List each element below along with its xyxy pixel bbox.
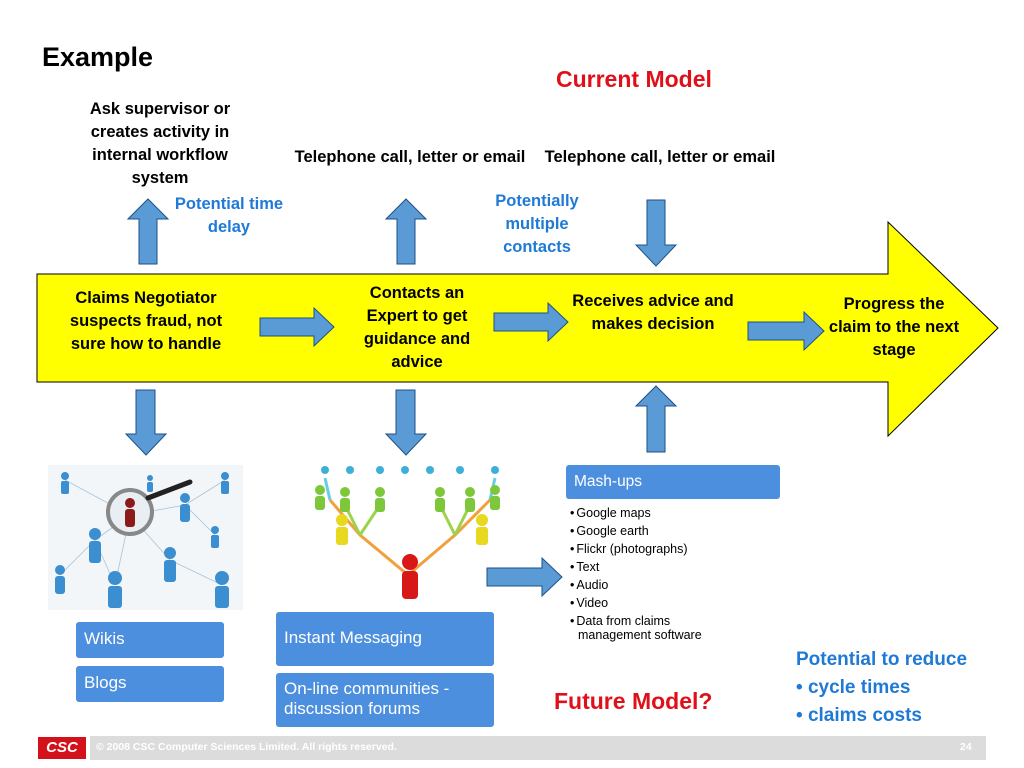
step-receives-advice: Receives advice and makes decision [572,292,734,333]
wikis-box: Wikis [76,622,224,658]
multiple-contacts-note: Potentially multiple contacts [495,192,579,256]
copyright-text: © 2008 CSC Computer Sciences Limited. Al… [96,741,397,753]
up-arrow-telephone [384,198,428,265]
up-arrow-mashups [634,385,678,453]
blogs-box: Blogs [76,666,224,702]
potential-heading: Potential to reduce [796,649,968,670]
flow-arrow-2 [493,301,569,343]
people-hierarchy-illustration [315,466,500,599]
slide-title: Example [42,42,154,72]
down-arrow-wikis [124,389,168,456]
mashup-item: Google earth [566,522,786,540]
potential-reduce: Potential to reduce • cycle times • clai… [796,646,1016,730]
potential-item-costs: • claims costs [796,705,923,726]
online-communities-box: On-line communities - discussion forums [276,673,494,727]
mashup-item: Audio [566,576,786,594]
step-claims-negotiator: Claims Negotiator suspects fraud, not su… [69,289,223,353]
step-progress-claim: Progress the claim to the next stage [828,295,960,359]
flow-arrow-3 [747,310,825,352]
csc-logo: CSC [38,737,86,759]
mashup-item: Video [566,594,786,612]
footer-bar [90,736,986,760]
current-model-heading: Current Model [556,66,712,92]
time-delay-note: Potential time delay [174,195,284,236]
down-arrow-telephone [634,199,678,267]
flow-arrow-1 [259,306,335,348]
people-network-illustration [48,465,243,610]
potential-item-cycle: • cycle times [796,677,911,698]
mashup-item: Flickr (photographs) [566,540,786,558]
telephone-label-2: Telephone call, letter or email [544,148,776,166]
telephone-label-1: Telephone call, letter or email [294,148,526,166]
flow-arrow-to-mashups [486,556,563,598]
instant-messaging-box: Instant Messaging [276,612,494,666]
supervisor-label: Ask supervisor or creates activity in in… [89,100,231,187]
future-model-heading: Future Model? [554,688,713,714]
up-arrow-supervisor [126,198,170,265]
down-arrow-messaging [384,389,428,456]
mashup-item: Text [566,558,786,576]
mashups-header: Mash-ups [566,465,780,499]
step-contacts-expert: Contacts an Expert to get guidance and a… [363,284,471,371]
mashups-list: Google maps Google earth Flickr (photogr… [566,504,786,642]
mashup-item: Data from claims management software [566,612,728,642]
mashup-item: Google maps [566,504,786,522]
page-number: 24 [960,741,972,753]
